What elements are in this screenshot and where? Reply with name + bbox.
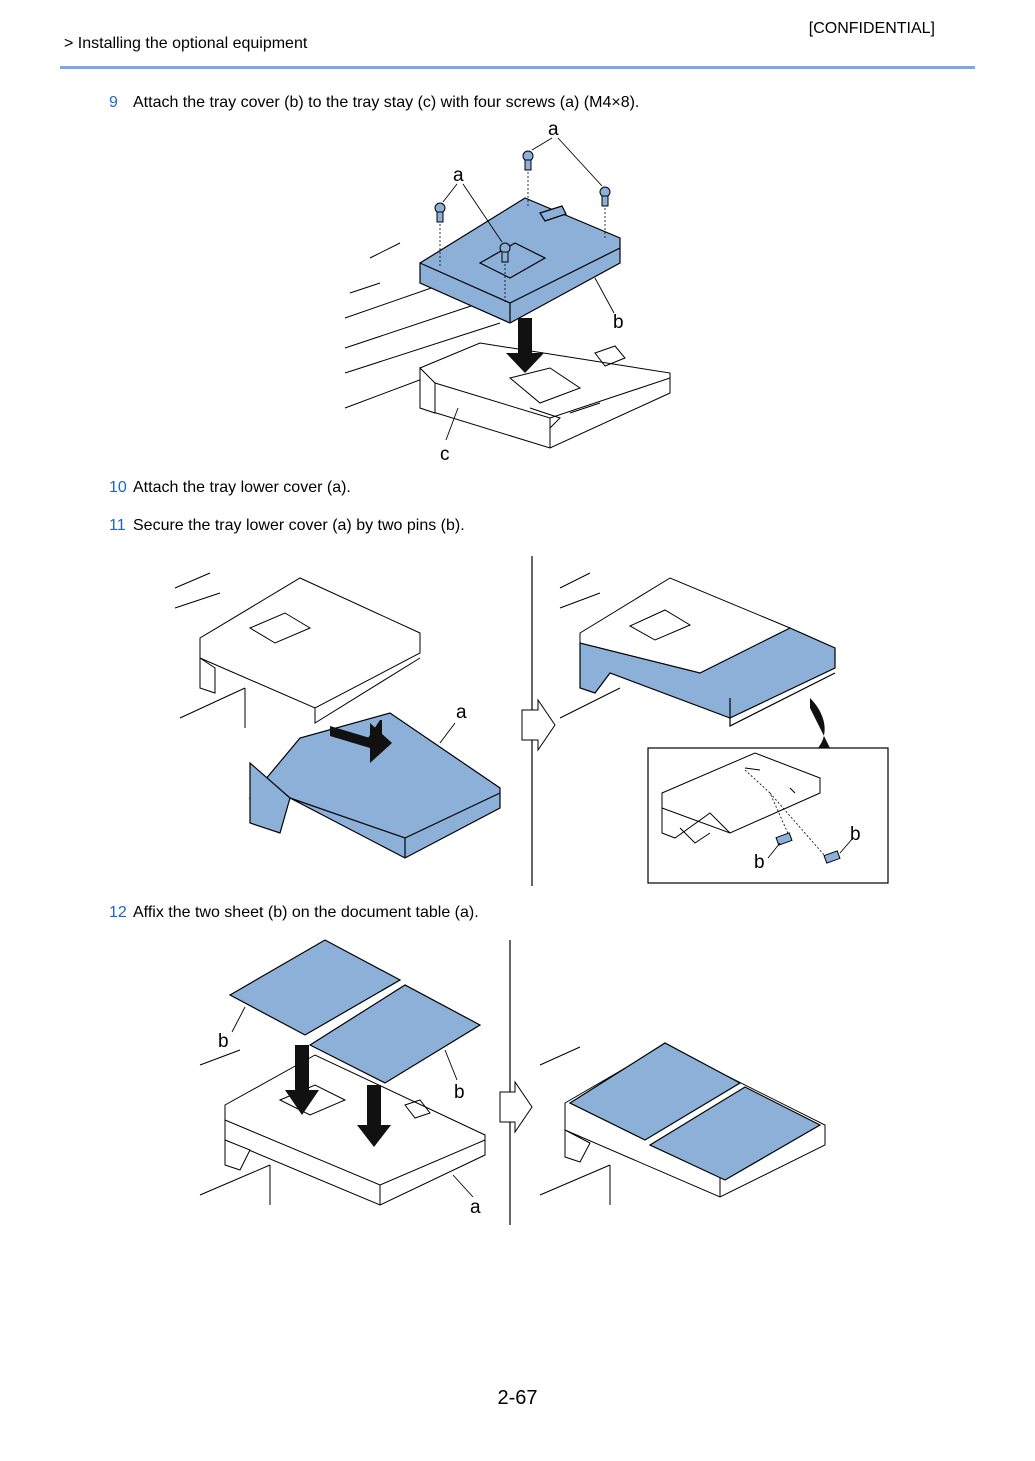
callout-a: a [456,702,467,723]
step-text: Secure the tray lower cover (a) by two p… [133,517,465,534]
step-text: Affix the two sheet (b) on the document … [133,904,479,921]
callout-b-right: b [850,824,861,845]
page-number: 2-67 [497,1387,538,1409]
step-text: Attach the tray cover (b) to the tray st… [133,94,640,111]
step-number: 10 [109,479,127,496]
step-number: 9 [109,94,118,111]
breadcrumb: > Installing the optional equipment [64,35,308,52]
callout-b-right: b [454,1082,465,1103]
header-divider [60,66,975,69]
callout-c: c [440,444,450,463]
step-number: 11 [109,517,126,534]
callout-a-left: a [453,165,464,186]
callout-b-left: b [218,1031,229,1052]
step-text: Attach the tray lower cover (a). [133,479,351,496]
step9-illustration: a a b c [344,119,671,463]
callout-b-left: b [754,852,765,873]
callout-a-top: a [548,119,559,140]
step-10: 10 Attach the tray lower cover (a). [109,479,351,497]
step12-illustration: b b a [199,939,826,1225]
callout-a: a [470,1197,481,1218]
callout-b: b [613,312,624,333]
step-9: 9 Attach the tray cover (b) to the tray s… [109,94,639,112]
step-number: 12 [109,904,127,921]
step-12: 12 Affix the two sheet (b) on the documen… [109,904,479,922]
confidential-label: [CONFIDENTIAL] [808,20,935,37]
detail-inset [647,747,889,884]
step11-illustration: a b b [174,556,889,886]
step-11: 11 Secure the tray lower cover (a) by two… [109,517,465,535]
